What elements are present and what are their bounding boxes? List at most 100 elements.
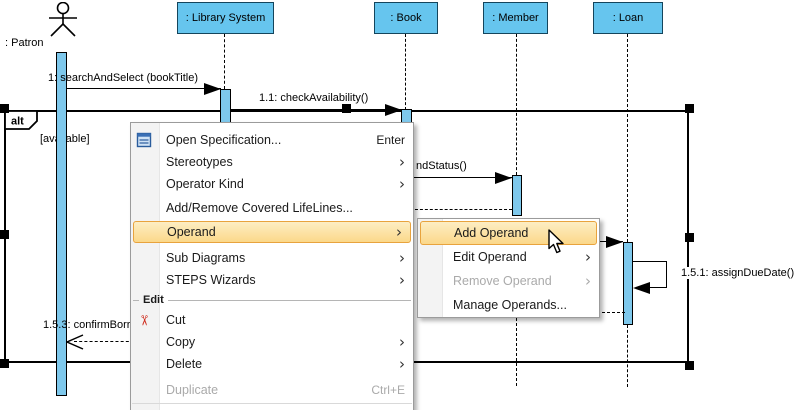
message-1-arrowhead bbox=[204, 83, 221, 95]
menu-item-operand[interactable]: Operand › bbox=[133, 221, 411, 243]
submenu-arrow-icon: › bbox=[585, 271, 591, 290]
self-message-top bbox=[633, 261, 667, 262]
menu-item-copy[interactable]: Copy › bbox=[131, 331, 413, 353]
message-1-1-line bbox=[231, 109, 402, 110]
menu-item-cut[interactable]: ✂ Cut bbox=[131, 309, 413, 331]
message-status-arrowhead bbox=[495, 172, 512, 184]
selection-handle-bottom-right[interactable] bbox=[685, 361, 694, 370]
menu-item-partial[interactable] bbox=[131, 406, 413, 410]
message-1-1-label: 1.1: checkAvailability() bbox=[259, 92, 369, 104]
selection-handle-mid-left[interactable] bbox=[0, 230, 9, 239]
svg-text:alt: alt bbox=[11, 116, 24, 128]
menu-group-label: Edit bbox=[143, 294, 164, 306]
menu-item-operator-kind[interactable]: Operator Kind › bbox=[131, 173, 413, 195]
lifeline-head-book[interactable]: : Book bbox=[374, 2, 438, 34]
menu-item-add-remove-covered-lifelines[interactable]: Add/Remove Covered LifeLines... bbox=[131, 197, 413, 219]
lifeline-library-system[interactable] bbox=[224, 34, 225, 89]
submenu-arrow-icon: › bbox=[399, 354, 405, 373]
message-1-1-arrowhead bbox=[385, 104, 402, 116]
menu-item-label: Cut bbox=[166, 313, 186, 327]
menu-item-shortcut: Enter bbox=[376, 133, 405, 147]
menu-item-sub-diagrams[interactable]: Sub Diagrams › bbox=[131, 247, 413, 269]
message-1-label: 1: searchAndSelect (bookTitle) bbox=[48, 72, 198, 84]
submenu-arrow-icon: › bbox=[399, 332, 405, 351]
specification-icon bbox=[136, 132, 152, 148]
menu-item-label: Manage Operands... bbox=[453, 298, 567, 312]
self-message-bottom bbox=[645, 287, 667, 288]
activation-member[interactable] bbox=[512, 175, 522, 216]
menu-group-edit: Edit bbox=[131, 293, 413, 307]
submenu-arrow-icon: › bbox=[399, 174, 405, 193]
menu-item-label: Stereotypes bbox=[166, 155, 233, 169]
confirm-return-line bbox=[74, 341, 134, 342]
lifeline-head-member[interactable]: : Member bbox=[483, 2, 548, 34]
confirm-return-open-arrowhead bbox=[66, 334, 84, 350]
lifeline-label: : Loan bbox=[612, 12, 644, 24]
menu-item-duplicate[interactable]: Duplicate Ctrl+E bbox=[131, 379, 413, 401]
cut-icon: ✂ bbox=[136, 314, 153, 327]
submenu-item-edit-operand[interactable]: Edit Operand › bbox=[418, 245, 599, 269]
menu-item-shortcut: Ctrl+E bbox=[371, 383, 405, 397]
menu-item-label: Edit Operand bbox=[453, 250, 527, 264]
selection-handle-top-mid[interactable] bbox=[342, 104, 351, 113]
menu-item-label: Delete bbox=[166, 357, 203, 371]
self-message-right bbox=[666, 261, 667, 288]
menu-item-label: Open Specification... bbox=[166, 133, 282, 147]
menu-item-open-specification[interactable]: Open Specification... Enter bbox=[131, 129, 413, 151]
activation-library-system[interactable] bbox=[220, 89, 231, 123]
menu-item-steps-wizards[interactable]: STEPS Wizards › bbox=[131, 269, 413, 291]
message-1-line bbox=[67, 88, 221, 89]
menu-item-label: STEPS Wizards bbox=[166, 273, 256, 287]
activation-book[interactable] bbox=[401, 109, 412, 123]
activation-patron[interactable] bbox=[56, 52, 67, 396]
message-1-5-1-label: 1.5.1: assignDueDate() bbox=[679, 267, 795, 279]
submenu-item-manage-operands[interactable]: Manage Operands... bbox=[418, 293, 599, 317]
loan-return-line bbox=[597, 312, 625, 313]
menu-separator bbox=[132, 403, 412, 404]
lifeline-loan-lower[interactable] bbox=[627, 325, 628, 387]
menu-item-stereotypes[interactable]: Stereotypes › bbox=[131, 151, 413, 173]
lifeline-head-library-system[interactable]: : Library System bbox=[177, 2, 274, 34]
menu-item-label: Remove Operand bbox=[453, 274, 552, 288]
mouse-cursor-icon bbox=[548, 229, 564, 254]
self-message-arrowhead bbox=[633, 282, 650, 294]
context-menu: Open Specification... Enter Stereotypes … bbox=[130, 122, 414, 410]
menu-item-label: Duplicate bbox=[166, 383, 219, 397]
member-return-line bbox=[410, 209, 512, 210]
menu-item-label: Add/Remove Covered LifeLines... bbox=[166, 201, 353, 215]
actor-icon[interactable] bbox=[44, 2, 82, 38]
fragment-operator-pentagon: alt bbox=[4, 110, 38, 130]
lifeline-loan[interactable] bbox=[627, 34, 628, 242]
submenu-arrow-icon: › bbox=[399, 270, 405, 289]
lifeline-member-lower[interactable] bbox=[516, 318, 517, 386]
context-menu-icon-gutter bbox=[131, 123, 160, 410]
message-status-line bbox=[410, 177, 512, 178]
lifeline-label: : Member bbox=[492, 12, 539, 24]
submenu-arrow-icon: › bbox=[396, 222, 402, 241]
message-1-5-3-label: 1.5.3: confirmBorr bbox=[43, 319, 131, 331]
lifeline-head-loan[interactable]: : Loan bbox=[593, 2, 663, 34]
menu-item-label: Copy bbox=[166, 335, 196, 349]
message-status-label: ndStatus() bbox=[416, 160, 467, 172]
selection-handle-bottom-left[interactable] bbox=[0, 359, 9, 368]
menu-item-label: Sub Diagrams bbox=[166, 251, 246, 265]
selection-handle-top-right[interactable] bbox=[685, 104, 694, 113]
lifeline-label: : Book bbox=[390, 12, 422, 24]
menu-item-label: Add Operand bbox=[454, 226, 529, 240]
activation-loan[interactable] bbox=[623, 242, 633, 325]
submenu-arrow-icon: › bbox=[399, 152, 405, 171]
lifeline-member[interactable] bbox=[516, 34, 517, 175]
submenu-item-add-operand[interactable]: Add Operand bbox=[420, 221, 597, 245]
submenu-item-remove-operand[interactable]: Remove Operand › bbox=[418, 269, 599, 293]
lifeline-book[interactable] bbox=[405, 34, 406, 110]
submenu-arrow-icon: › bbox=[399, 248, 405, 267]
menu-item-label: Operator Kind bbox=[166, 177, 244, 191]
lifeline-label: : Library System bbox=[185, 12, 266, 24]
actor-label: : Patron bbox=[5, 37, 44, 49]
menu-item-delete[interactable]: Delete › bbox=[131, 353, 413, 375]
selection-handle-mid-right[interactable] bbox=[685, 233, 694, 242]
operand-submenu: Add Operand Edit Operand › Remove Operan… bbox=[417, 218, 600, 318]
selection-handle-top-left[interactable] bbox=[0, 104, 9, 113]
message-loan-arrowhead bbox=[606, 236, 623, 248]
